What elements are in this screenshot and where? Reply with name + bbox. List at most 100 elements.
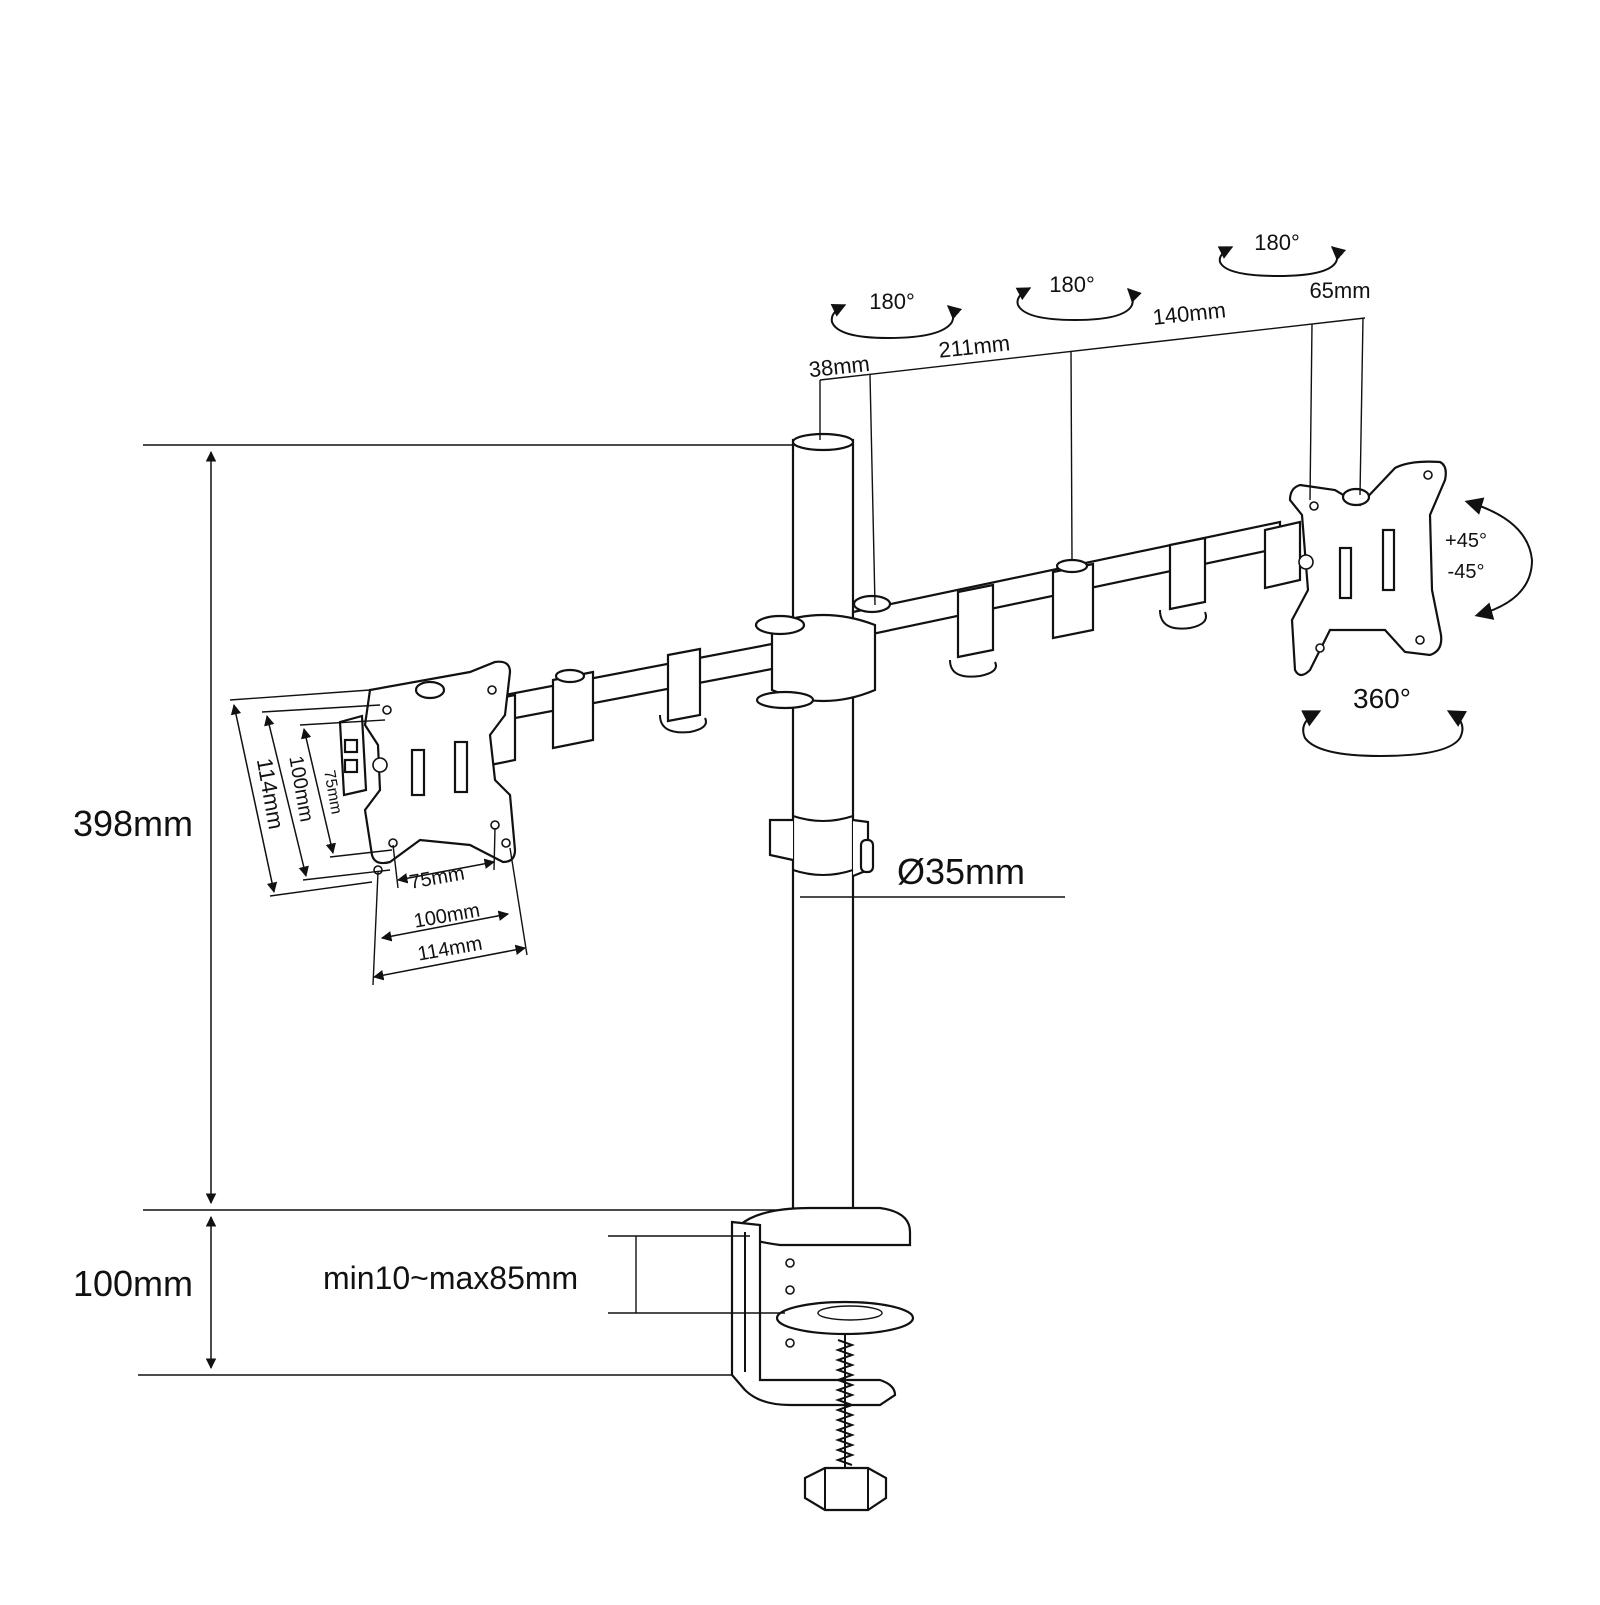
collar-knob-left: [754, 614, 806, 636]
arm-assembly: [488, 520, 1302, 767]
right-vesa-hole: [1423, 470, 1433, 480]
vesa-horizontal-large-label: 114mm: [416, 933, 484, 966]
vesa-vertical-medium-arrow: [264, 714, 309, 878]
arm-segment-1-label: 211mm: [937, 330, 1011, 362]
arm-extension-joint: [1070, 350, 1073, 561]
vesa-extension-line: [299, 719, 386, 726]
right-arm-cable-hook-2: [1159, 609, 1207, 630]
tilt-indicator: +45° -45°: [1445, 497, 1534, 620]
left-vesa-side-bracket: [338, 714, 368, 797]
vesa-horizontal-large-arrow: [372, 944, 527, 981]
cable-clip-left: [768, 818, 794, 862]
left-arm-joint-knob: [554, 668, 586, 684]
right-vesa-pivot: [1298, 554, 1314, 570]
right-vesa-slot: [1381, 528, 1396, 592]
left-vesa-hole: [487, 685, 497, 695]
right-vesa-plate-body: [1288, 460, 1447, 677]
tilt-arrow: [1464, 497, 1534, 620]
vesa-horizontal-medium-label: 100mm: [412, 899, 482, 932]
right-arm-joint: [1051, 562, 1095, 640]
arm-segment-2-label: 140mm: [1151, 297, 1227, 330]
vesa-horizontal-small-arrow: [396, 858, 496, 884]
swivel-indicator: 360°: [1301, 683, 1467, 758]
clamp-top-plate: [738, 1206, 912, 1247]
clamp-hole: [785, 1285, 795, 1295]
arm-offset-pole-label: 38mm: [808, 351, 871, 382]
joint-rotation-3: 180°: [1217, 230, 1347, 278]
clamp-hole: [785, 1338, 795, 1348]
collar-knob-bottom: [755, 690, 815, 710]
vesa-extension-line: [269, 881, 373, 897]
left-arm-cable-hook: [659, 714, 707, 734]
desk-thickness-dimension: min10~max85mm: [323, 1235, 785, 1314]
left-arm-clip: [666, 647, 702, 723]
desk-clamp: [730, 1206, 915, 1512]
right-vesa-hole: [1415, 635, 1425, 645]
left-arm-bar: [503, 638, 795, 722]
left-vesa-bracket-block: [343, 758, 359, 774]
right-arm-cable-hook-1: [949, 659, 997, 678]
pole-height-label: 398mm: [73, 803, 193, 844]
clamp-pressure-plate: [775, 1300, 915, 1336]
left-vesa-hole: [490, 820, 500, 830]
joint-rotation-1: 180°: [830, 289, 963, 340]
joint-rotation-2: 180°: [1015, 272, 1142, 322]
arm-offset-head-label: 65mm: [1309, 278, 1370, 303]
left-vesa-plate: [338, 660, 517, 875]
left-vesa-slot: [410, 748, 426, 797]
right-arm-clip-2: [1168, 536, 1207, 611]
vesa-vertical-small-label: 75mm: [320, 769, 344, 816]
vesa-vertical-large-label: 114mm: [252, 756, 289, 831]
cable-clip-top: [792, 815, 854, 822]
vesa-extension-line: [261, 704, 381, 713]
clamp-body: [730, 1220, 897, 1407]
right-vesa-hole: [1315, 643, 1325, 653]
collar-knob-top: [852, 594, 892, 614]
pole-shaft: [791, 438, 855, 1222]
arm-dimension-baseline: [819, 317, 1366, 381]
desk-thickness-label: min10~max85mm: [323, 1260, 578, 1296]
right-vesa-plate: [1288, 460, 1447, 677]
joint-rotation-1-label: 180°: [869, 289, 915, 314]
arm-length-dimensions: 38mm 211mm 140mm 65mm: [808, 278, 1371, 606]
pole-diameter-label: Ø35mm: [897, 851, 1025, 892]
left-vesa-bracket-block: [343, 738, 359, 754]
vesa-extension-line: [372, 871, 379, 986]
left-arm-joint: [551, 670, 595, 750]
clamp-hole: [785, 1258, 795, 1268]
left-vesa-hole: [501, 838, 511, 848]
cable-clip-tab: [859, 838, 875, 874]
left-vesa-slot: [453, 740, 469, 794]
right-arm-joint-knob: [1055, 558, 1089, 574]
pole-diameter-callout: Ø35mm: [800, 851, 1065, 898]
tilt-down-label: -45°: [1448, 561, 1485, 583]
joint-rotation-3-label: 180°: [1254, 230, 1300, 255]
joint-rotation-2-label: 180°: [1049, 272, 1095, 297]
swivel-arrow: [1301, 710, 1467, 758]
clamp-height-dimension: 100mm: [73, 1215, 735, 1376]
arm-extension-head: [1309, 323, 1313, 501]
vesa-extension-line: [493, 827, 496, 871]
clamp-pressure-plate-inner: [817, 1305, 883, 1321]
arm-extension-head-end: [1359, 317, 1364, 496]
pole: [768, 432, 875, 1222]
pole-top-cap: [791, 432, 855, 452]
left-vesa-top-knob: [414, 680, 446, 700]
vesa-horizontal-small-label: 75mm: [408, 862, 467, 893]
vesa-extension-line: [302, 869, 391, 881]
tilt-up-label: +45°: [1445, 530, 1487, 552]
right-vesa-slot: [1338, 546, 1353, 600]
right-arm-clip-1: [956, 583, 995, 659]
clamp-height-label: 100mm: [73, 1263, 193, 1304]
joint-rotation-1-arrow: [830, 303, 963, 340]
right-tilt-joint: [1263, 520, 1302, 590]
swivel-label: 360°: [1353, 683, 1411, 714]
vesa-extension-line: [229, 689, 371, 701]
right-vesa-top-knob: [1341, 487, 1371, 507]
vesa-horizontal-medium-arrow: [380, 910, 510, 942]
vesa-extension-line: [392, 844, 399, 889]
right-vesa-hole: [1309, 501, 1319, 511]
left-vesa-hole: [382, 705, 392, 715]
